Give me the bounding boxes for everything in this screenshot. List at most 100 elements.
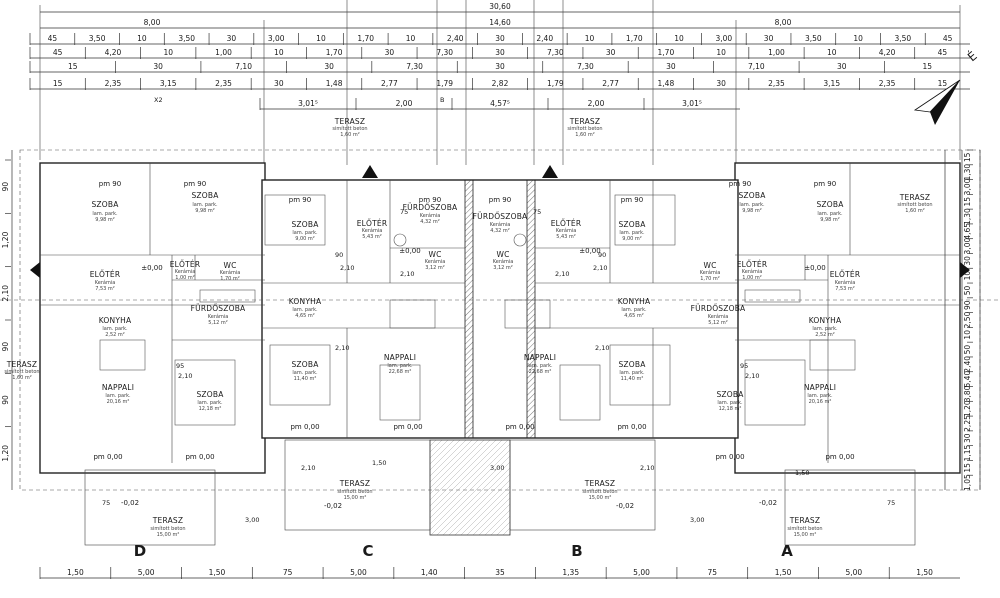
dim-value: 7,30: [577, 62, 594, 71]
dim-value: 3,00: [715, 34, 732, 43]
dim-300: 3,00: [690, 516, 704, 524]
svg-text:FÜRDŐSZOBA: FÜRDŐSZOBA: [473, 212, 528, 221]
level-minus: -0,02: [324, 502, 342, 510]
svg-text:Kerámia: Kerámia: [708, 313, 729, 320]
dim-value: 7,30: [547, 48, 564, 57]
dim-value: 5,00: [633, 568, 650, 577]
svg-text:Kerámia: Kerámia: [835, 279, 856, 286]
svg-text:15,00 m²: 15,00 m²: [794, 532, 817, 538]
dim-value: 3,50: [805, 34, 822, 43]
dim-value: 45: [938, 48, 948, 57]
svg-text:3,12 m²: 3,12 m²: [493, 265, 513, 271]
level-pm000: pm 0,00: [715, 453, 744, 461]
dim-row1-c: 8,00: [775, 18, 792, 27]
dim-value: 30: [606, 48, 616, 57]
dim-value: 10: [316, 34, 326, 43]
dim-value: 4,65: [963, 223, 972, 240]
svg-text:22,68 m²: 22,68 m²: [389, 369, 412, 375]
dim-75: 75: [102, 499, 110, 507]
level-zero: ±0,00: [399, 247, 420, 255]
svg-text:11,40 m²: 11,40 m²: [294, 376, 317, 382]
dim-value: 90: [963, 300, 972, 310]
room-eloter-b: ELŐTÉR Kerámia 5,43 m²: [551, 219, 582, 240]
level-pm90: pm 90: [489, 196, 511, 204]
dim-value: 5,00: [350, 568, 367, 577]
dim-value: 7,10: [748, 62, 765, 71]
svg-text:1,00 m²: 1,00 m²: [175, 275, 195, 281]
dim-value: 10: [674, 34, 684, 43]
room-szoba-d3: SZOBA lam. park. 12,18 m²: [196, 390, 224, 412]
svg-text:lam. park.: lam. park.: [197, 400, 223, 406]
room-furdo-a: FÜRDŐSZOBA Kerámia 5,12 m²: [691, 304, 746, 326]
dim-value: 1,05: [963, 474, 972, 491]
room-konyha-a: KONYHA lam. park. 2,52 m²: [809, 316, 842, 338]
axis-x-label: X2: [154, 96, 163, 104]
room-nappali-d: NAPPALI lam. park. 20,16 m²: [102, 383, 134, 405]
level-pm000: pm 0,00: [617, 423, 646, 431]
svg-text:SZOBA: SZOBA: [91, 200, 119, 209]
svg-text:lam. park.: lam. park.: [717, 400, 743, 406]
dim-right-row: 151,303,00151,304,653,00301050902,501050…: [963, 149, 973, 491]
room-konyha-b: KONYHA lam. park. 4,65 m²: [618, 297, 651, 319]
dim-value: 7,30: [406, 62, 423, 71]
dim-value: 30: [764, 34, 774, 43]
dim-value: 10: [716, 48, 726, 57]
dim-value: 75: [283, 568, 293, 577]
dim-value: 2,40: [447, 34, 464, 43]
svg-text:TERASZ: TERASZ: [334, 117, 365, 126]
svg-text:Kerámia: Kerámia: [556, 227, 577, 234]
door-size: 90: [598, 251, 606, 259]
room-terasz-dl: TERASZ simított beton 1,60 m²: [4, 360, 39, 381]
dim-total: 30,60: [489, 2, 511, 11]
svg-text:simított beton: simított beton: [567, 125, 602, 132]
dim-300: 3,00: [490, 464, 504, 472]
svg-text:1,70 m²: 1,70 m²: [700, 276, 720, 282]
svg-text:15,00 m²: 15,00 m²: [344, 495, 367, 501]
svg-text:lam. park.: lam. park.: [292, 370, 318, 376]
dim-value: 3,15: [823, 79, 840, 88]
dim-value: 4,57⁵: [490, 99, 510, 108]
dim-value: 3,50: [89, 34, 106, 43]
level-zero: ±0,00: [804, 264, 825, 272]
dim-row1-a: 8,00: [144, 18, 161, 27]
svg-text:2,52 m²: 2,52 m²: [105, 332, 125, 338]
svg-text:lam. park.: lam. park.: [739, 202, 765, 208]
room-szoba-a1: SZOBA lam. park. 9,98 m²: [738, 191, 766, 214]
level-pm000: pm 0,00: [505, 423, 534, 431]
dim-value: 2,35: [768, 79, 785, 88]
level-pm90: pm 90: [99, 180, 121, 188]
unit-label-a: A: [781, 542, 793, 560]
svg-text:FÜRDŐSZOBA: FÜRDŐSZOBA: [403, 203, 458, 212]
dim-value: 15: [963, 197, 972, 207]
dim-value: 10: [137, 34, 147, 43]
svg-text:1,60 m²: 1,60 m²: [575, 132, 595, 138]
dim-value: 3,15: [160, 79, 177, 88]
svg-text:ELŐTÉR: ELŐTÉR: [551, 219, 582, 228]
svg-text:1,60 m²: 1,60 m²: [12, 375, 32, 381]
north-label: É: [964, 48, 979, 64]
svg-text:KONYHA: KONYHA: [99, 316, 132, 325]
level-pm90: pm 90: [621, 196, 643, 204]
dim-value: 2,35: [105, 79, 122, 88]
svg-text:NAPPALI: NAPPALI: [524, 353, 556, 362]
room-terasz-c-bot: TERASZ simított beton 15,00 m²: [337, 479, 372, 501]
svg-text:WC: WC: [223, 261, 236, 270]
svg-text:5,12 m²: 5,12 m²: [208, 320, 228, 326]
north-arrow: É: [913, 48, 980, 125]
dim-value: 1,30: [963, 208, 972, 225]
level-labels: pm 90 pm 90 pm 90 pm 90 pm 90 pm 90 pm 9…: [93, 96, 895, 524]
dim-value: 90: [1, 182, 10, 192]
svg-text:ELŐTÉR: ELŐTÉR: [737, 260, 768, 269]
svg-text:9,00 m²: 9,00 m²: [295, 236, 315, 242]
dim-value: 90: [1, 395, 10, 405]
dim-value: 2,77: [602, 79, 619, 88]
svg-text:9,98 m²: 9,98 m²: [820, 217, 840, 223]
svg-text:TERASZ: TERASZ: [339, 479, 370, 488]
svg-text:simított beton: simított beton: [897, 201, 932, 208]
dim-value: 1,20: [1, 231, 10, 248]
